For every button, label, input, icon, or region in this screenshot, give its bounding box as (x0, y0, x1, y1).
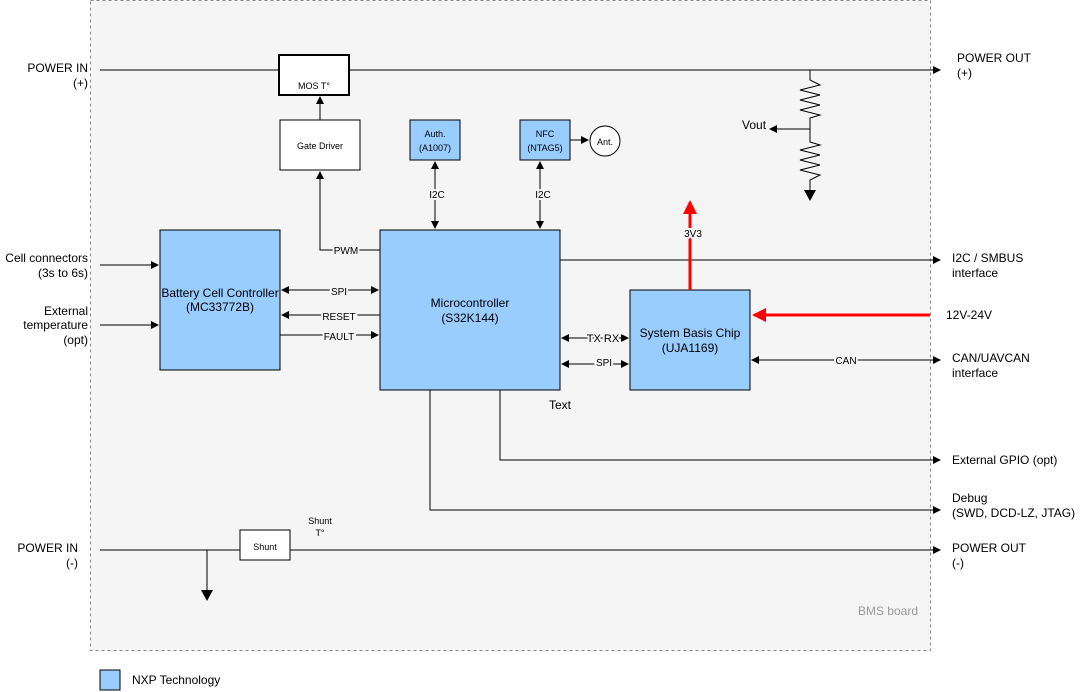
nfc-label-2: (NTAG5) (527, 143, 562, 153)
spi-sbc-label: SPI (596, 358, 612, 369)
reset-label: RESET (322, 312, 355, 323)
can-label: CAN (835, 356, 856, 367)
ext-temp-label-3: (opt) (63, 333, 88, 347)
bcc-block (159, 229, 281, 371)
ext-temp-label-1: External (44, 304, 88, 318)
mcu-label-1: Microcontroller (431, 296, 510, 310)
spi-bcc-label: SPI (331, 287, 347, 298)
gate-driver-label: Gate Driver (297, 141, 343, 151)
power-in-pos-label-1: POWER IN (27, 61, 88, 75)
pwm-label: PWM (334, 246, 358, 257)
sbc-label-1: System Basis Chip (640, 326, 741, 340)
power-out-neg-label-2: (-) (952, 556, 964, 570)
cell-connectors-label-1: Cell connectors (5, 251, 88, 265)
power-in-neg-label-2: (-) (66, 556, 78, 570)
auth-label-1: Auth. (424, 129, 445, 139)
i2c-auth-label: I2C (429, 190, 445, 201)
gpio-line (499, 390, 941, 464)
auth-block (409, 119, 461, 161)
antenna-block (589, 125, 621, 157)
v3v3-label: 3V3 (684, 229, 702, 240)
bcc-label-2: (MC33772B) (186, 300, 254, 314)
legend-swatch (99, 669, 121, 691)
auth-label-2: (A1007) (419, 143, 451, 153)
cell-connectors-label-2: (3s to 6s) (38, 266, 88, 280)
i2c-smbus-label-2: interface (952, 266, 998, 280)
debug-label-2: (SWD, DCD-LZ, JTAG) (952, 506, 1075, 520)
i2c-smbus-label-1: I2C / SMBUS (952, 251, 1023, 265)
nfc-label-1: NFC (536, 129, 555, 139)
power-in-pos-label-2: (+) (73, 76, 88, 90)
bms-board-label: BMS board (858, 604, 918, 618)
mos-block (278, 54, 350, 96)
ext-temp-label-2: temperature (23, 318, 88, 332)
power-out-pos-label-2: (+) (957, 66, 972, 80)
bcc-label-1: Battery Cell Controller (161, 286, 278, 300)
nfc-block (519, 119, 571, 161)
sbc-label-2: (UJA1169) (662, 341, 718, 355)
pwm-line (316, 171, 380, 251)
voltage-divider (799, 70, 822, 201)
i2c-nfc-label: I2C (535, 190, 551, 201)
mcu-label-2: (S32K144) (441, 311, 498, 325)
shunt-temp-label-2: T° (315, 528, 324, 538)
vout-label: Vout (742, 118, 767, 132)
ground-arrow (201, 590, 213, 601)
power-in-neg-label-1: POWER IN (17, 541, 78, 555)
supply-label: 12V-24V (946, 308, 992, 322)
can-iface-label-1: CAN/UAVCAN (952, 351, 1030, 365)
fault-label: FAULT (324, 332, 354, 343)
gpio-label: External GPIO (opt) (952, 453, 1057, 467)
shunt-temp-label-1: Shunt (308, 516, 332, 526)
shunt-block (239, 529, 291, 561)
mos-label: MOS T° (298, 81, 330, 91)
legend-label: NXP Technology (132, 673, 220, 687)
can-iface-label-2: interface (952, 366, 998, 380)
shunt-label: Shunt (253, 542, 277, 552)
text-label: Text (549, 398, 572, 412)
txrx-label: TX RX (587, 333, 620, 345)
debug-label-1: Debug (952, 491, 987, 505)
mcu-block (379, 229, 561, 391)
sbc-block (629, 289, 751, 391)
debug-line (429, 390, 941, 514)
power-out-pos-label-1: POWER OUT (957, 51, 1032, 65)
antenna-label: Ant. (597, 137, 613, 147)
power-out-neg-label-1: POWER OUT (952, 541, 1027, 555)
